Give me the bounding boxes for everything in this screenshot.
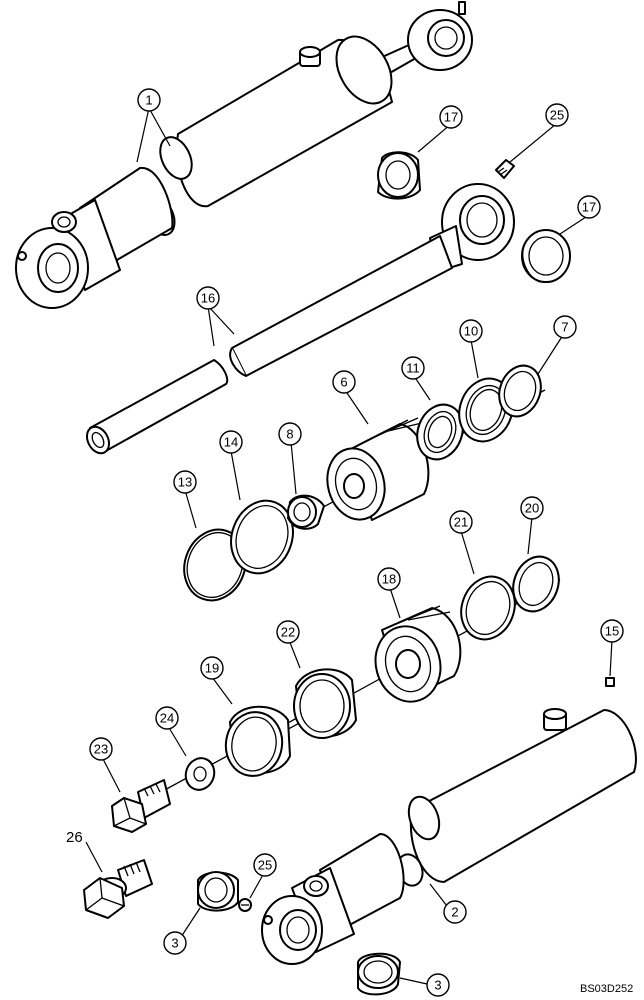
svg-text:14: 14 [224,435,238,450]
bolt-26 [83,859,153,919]
callout-25-bottom: 25 [253,853,277,877]
svg-text:23: 23 [94,742,108,757]
svg-text:22: 22 [281,625,295,640]
svg-text:17: 17 [444,110,458,125]
label-26: 26 [66,829,83,846]
svg-text:7: 7 [561,320,568,335]
svg-text:25: 25 [550,108,564,123]
svg-text:25: 25 [258,858,272,873]
callout-15: 15 [600,619,624,643]
callout-7: 7 [553,315,577,339]
callout-23: 23 [89,737,113,761]
bushing-22 [293,668,357,739]
cylinder-barrel-2 [261,708,637,965]
callout-17-right: 17 [577,195,601,219]
seal-ring-14 [230,499,294,575]
callout-22: 22 [276,620,300,644]
piston-6 [326,417,430,521]
seal-ring-11 [416,403,464,461]
callout-17-top: 17 [439,105,463,129]
leader-lines [85,107,613,985]
svg-text:17: 17 [582,200,596,215]
callout-3-left: 3 [163,931,187,955]
callout-13: 13 [173,470,197,494]
callout-2: 2 [443,900,467,924]
bushing-17-top [377,151,421,200]
bushing-17-right [521,229,571,283]
bushing-8 [287,494,325,530]
svg-text:3: 3 [434,978,441,993]
svg-text:24: 24 [160,711,174,726]
svg-text:16: 16 [201,291,215,306]
cylinder-assembly-top [15,1,473,309]
wear-ring-20 [512,555,560,613]
svg-text:15: 15 [605,624,619,639]
callout-20: 20 [520,496,544,520]
svg-text:18: 18 [382,572,396,587]
svg-text:21: 21 [454,515,468,530]
callout-21: 21 [449,510,473,534]
svg-text:13: 13 [178,475,192,490]
svg-text:1: 1 [145,93,152,108]
callout-25-top: 25 [545,103,569,127]
bolt-23 [111,779,171,833]
callout-6: 6 [332,370,356,394]
callout-24: 24 [155,706,179,730]
callout-14: 14 [219,430,243,454]
callout-1: 1 [137,88,161,112]
seal-ring-13 [183,528,247,602]
grease-fitting-25-bottom [238,898,252,912]
ring-19 [224,705,291,777]
callout-19: 19 [200,656,224,680]
piston-18 [374,605,462,703]
svg-text:19: 19 [205,661,219,676]
grease-fitting-25-top [495,159,515,179]
bushing-3-left [197,871,239,912]
svg-text:3: 3 [171,936,178,951]
svg-text:20: 20 [525,501,539,516]
wear-ring-21 [460,575,516,641]
callout-16: 16 [196,286,220,310]
callout-8: 8 [278,422,302,446]
wear-ring-7 [498,364,542,418]
piston-rod-16 [85,183,515,455]
callout-11: 11 [401,356,425,380]
callout-3-bottom: 3 [426,973,450,997]
svg-text:11: 11 [406,361,420,376]
grease-fitting-15 [605,677,615,687]
svg-text:6: 6 [340,375,347,390]
callout-10: 10 [459,319,483,343]
callout-18: 18 [377,567,401,591]
svg-text:8: 8 [286,427,293,442]
bushing-3-bottom [357,952,401,996]
svg-text:2: 2 [451,905,458,920]
washer-24 [184,757,216,791]
figure-code: BS03D252 [580,983,633,995]
svg-text:10: 10 [464,324,478,339]
